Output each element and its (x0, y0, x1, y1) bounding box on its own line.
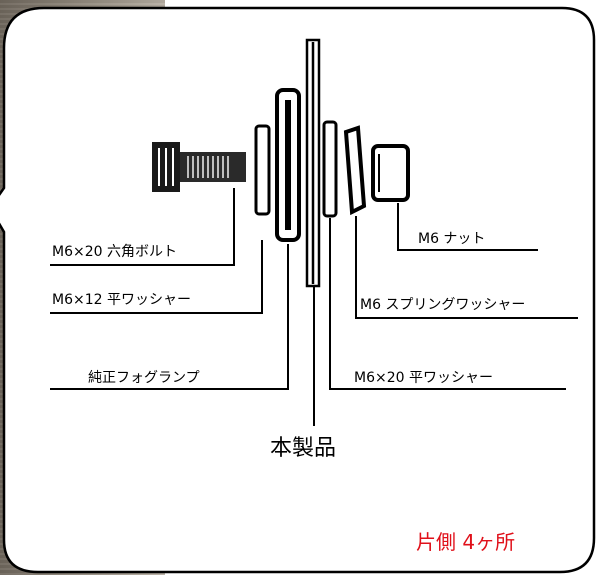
quantity-note: 片側 4ヶ所 (416, 530, 516, 554)
label-hex-bolt: M6×20 六角ボルト (52, 244, 177, 260)
spring-washer (343, 125, 367, 216)
label-flat-washer-12: M6×12 平ワッシャー (52, 292, 191, 308)
leader-fog-lamp (50, 244, 289, 390)
leader-washer12 (50, 240, 263, 314)
panel-frame (0, 6, 596, 574)
flat-washer-20 (322, 120, 338, 218)
hex-bolt (152, 142, 246, 192)
leader-washer20 (329, 218, 566, 390)
leader-spring-washer (355, 216, 578, 319)
leader-bolt (50, 188, 235, 266)
label-product: 本製品 (270, 436, 337, 461)
label-spring-washer: M6 スプリングワッシャー (360, 297, 526, 313)
leader-nut (397, 203, 538, 251)
label-flat-washer-20: M6×20 平ワッシャー (354, 370, 493, 386)
label-fog-lamp: 純正フォグランプ (88, 370, 200, 386)
hex-nut (371, 144, 410, 202)
label-nut: M6 ナット (418, 231, 486, 247)
leader-lines (50, 188, 578, 426)
flat-washer-12 (254, 124, 271, 216)
